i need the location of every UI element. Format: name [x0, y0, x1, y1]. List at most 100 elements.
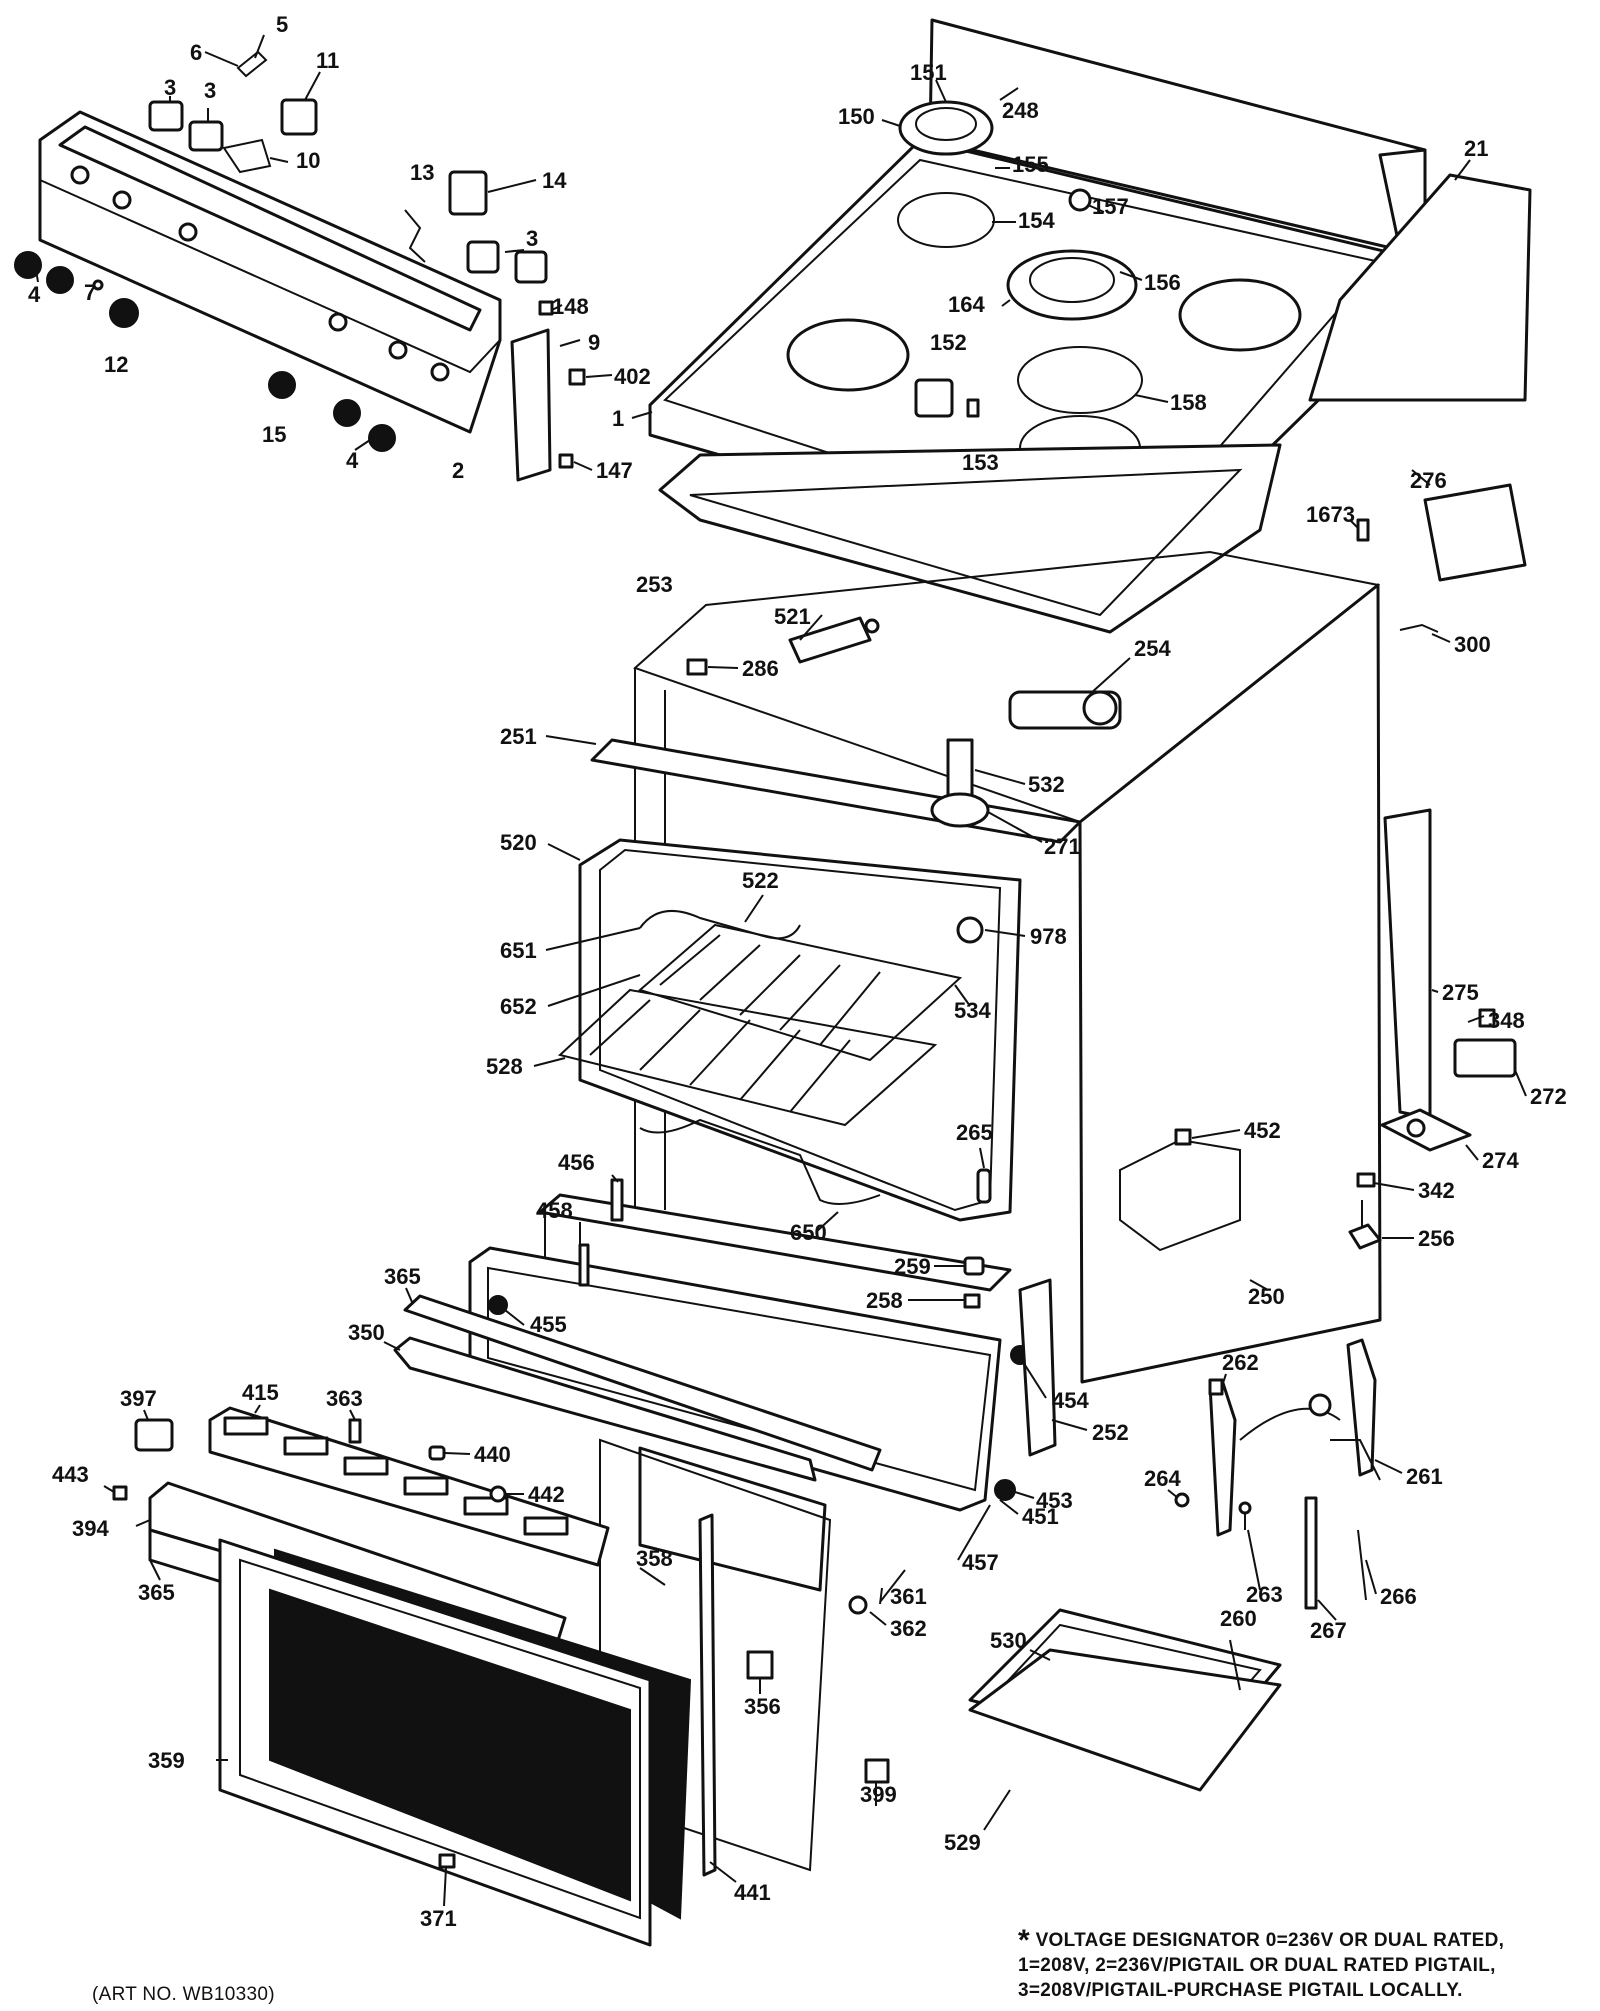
callout-267: 267	[1310, 1618, 1347, 1643]
callout-1673: 1673	[1306, 502, 1355, 527]
callout-12: 12	[104, 352, 128, 377]
callout-155: 155	[1012, 152, 1049, 177]
callout-21: 21	[1464, 136, 1488, 161]
callout-978: 978	[1030, 924, 1067, 949]
callout-3: 3	[164, 75, 176, 100]
callout-157: 157	[1092, 194, 1129, 219]
callout-261: 261	[1406, 1464, 1443, 1489]
callout-402: 402	[614, 364, 651, 389]
callout-365: 365	[384, 1264, 421, 1289]
callout-452: 452	[1244, 1118, 1281, 1143]
callout-362: 362	[890, 1616, 927, 1641]
callout-2: 2	[452, 458, 464, 483]
callout-253: 253	[636, 572, 673, 597]
callout-11: 11	[316, 48, 339, 73]
callout-359: 359	[148, 1748, 185, 1773]
callout-356: 356	[744, 1694, 781, 1719]
callout-371: 371	[420, 1906, 457, 1931]
leader-lines	[35, 34, 1527, 1907]
callout-300: 300	[1454, 632, 1491, 657]
callout-650: 650	[790, 1220, 827, 1245]
callout-358: 358	[636, 1546, 673, 1571]
callout-259: 259	[894, 1254, 931, 1279]
callout-256: 256	[1418, 1226, 1455, 1251]
callout-4: 4	[28, 282, 41, 307]
callout-652: 652	[500, 994, 537, 1019]
callout-3: 3	[204, 78, 216, 103]
callout-276: 276	[1410, 468, 1447, 493]
callout-152: 152	[930, 330, 967, 355]
callout-266: 266	[1380, 1584, 1417, 1609]
callout-251: 251	[500, 724, 537, 749]
callout-286: 286	[742, 656, 779, 681]
callout-458: 458	[536, 1198, 573, 1223]
callout-14: 14	[542, 168, 567, 193]
callout-532: 532	[1028, 772, 1065, 797]
callout-350: 350	[348, 1320, 385, 1345]
callout-147: 147	[596, 458, 633, 483]
callout-528: 528	[486, 1054, 523, 1079]
note-line-3: 3=208V/PIGTAIL-PURCHASE PIGTAIL LOCALLY.	[1018, 1980, 1463, 2001]
callout-348: 348	[1488, 1008, 1525, 1033]
callout-158: 158	[1170, 390, 1207, 415]
callout-453: 453	[1036, 1488, 1073, 1513]
callout-7: 7	[84, 280, 96, 305]
callout-361: 361	[890, 1584, 927, 1609]
callout-272: 272	[1530, 1084, 1567, 1109]
callout-451: 451	[1022, 1504, 1059, 1529]
callout-363: 363	[326, 1386, 363, 1411]
callout-529: 529	[944, 1830, 981, 1855]
callout-520: 520	[500, 830, 537, 855]
callout-399: 399	[860, 1782, 897, 1807]
callout-1: 1	[612, 406, 624, 431]
callout-260: 260	[1220, 1606, 1257, 1631]
right-side-parts	[968, 483, 1527, 1792]
callout-271: 271	[1044, 834, 1081, 859]
callout-274: 274	[1482, 1148, 1519, 1173]
voltage-designator-note: * VOLTAGE DESIGNATOR 0=236V OR DUAL RATE…	[1018, 1926, 1588, 2003]
callout-9: 9	[588, 330, 600, 355]
callout-530: 530	[990, 1628, 1027, 1653]
callout-252: 252	[1092, 1420, 1129, 1445]
callout-248: 248	[1002, 98, 1039, 123]
callout-265: 265	[956, 1120, 993, 1145]
callout-262: 262	[1222, 1350, 1259, 1375]
callout-258: 258	[866, 1288, 903, 1313]
callout-labels: 5 6 11 3 3 10 13 14 3 4 7 12 148 9 402 1…	[28, 12, 1567, 1931]
note-line-2: 1=208V, 2=236V/PIGTAIL OR DUAL RATED PIG…	[1018, 1955, 1496, 1976]
callout-13: 13	[410, 160, 434, 185]
callout-342: 342	[1418, 1178, 1455, 1203]
art-number-caption: (ART NO. WB10330)	[92, 1984, 275, 2005]
callout-6: 6	[190, 40, 202, 65]
cooktop-assembly	[648, 18, 1532, 634]
callout-441: 441	[734, 1880, 771, 1905]
callout-250: 250	[1248, 1284, 1285, 1309]
callout-151: 151	[910, 60, 947, 85]
callout-456: 456	[558, 1150, 595, 1175]
callout-264: 264	[1144, 1466, 1181, 1491]
callout-365: 365	[138, 1580, 175, 1605]
callout-254: 254	[1134, 636, 1171, 661]
note-line-1: * VOLTAGE DESIGNATOR 0=236V OR DUAL RATE…	[1018, 1926, 1588, 1956]
callout-397: 397	[120, 1386, 157, 1411]
callout-522: 522	[742, 868, 779, 893]
asterisk: *	[1018, 1924, 1030, 1957]
callout-394: 394	[72, 1516, 109, 1541]
callout-534: 534	[954, 998, 991, 1023]
control-panel-assembly	[14, 50, 586, 482]
callout-3: 3	[526, 226, 538, 251]
callout-454: 454	[1052, 1388, 1089, 1413]
callout-440: 440	[474, 1442, 511, 1467]
callout-10: 10	[296, 148, 320, 173]
callout-275: 275	[1442, 980, 1479, 1005]
callout-148: 148	[552, 294, 589, 319]
callout-415: 415	[242, 1380, 279, 1405]
callout-455: 455	[530, 1312, 567, 1337]
callout-263: 263	[1246, 1582, 1283, 1607]
note-line-1-text: VOLTAGE DESIGNATOR 0=236V OR DUAL RATED,	[1035, 1930, 1505, 1951]
oven-door-assembly	[112, 1178, 1057, 1947]
callout-154: 154	[1018, 208, 1055, 233]
callout-164: 164	[948, 292, 985, 317]
callout-443: 443	[52, 1462, 89, 1487]
